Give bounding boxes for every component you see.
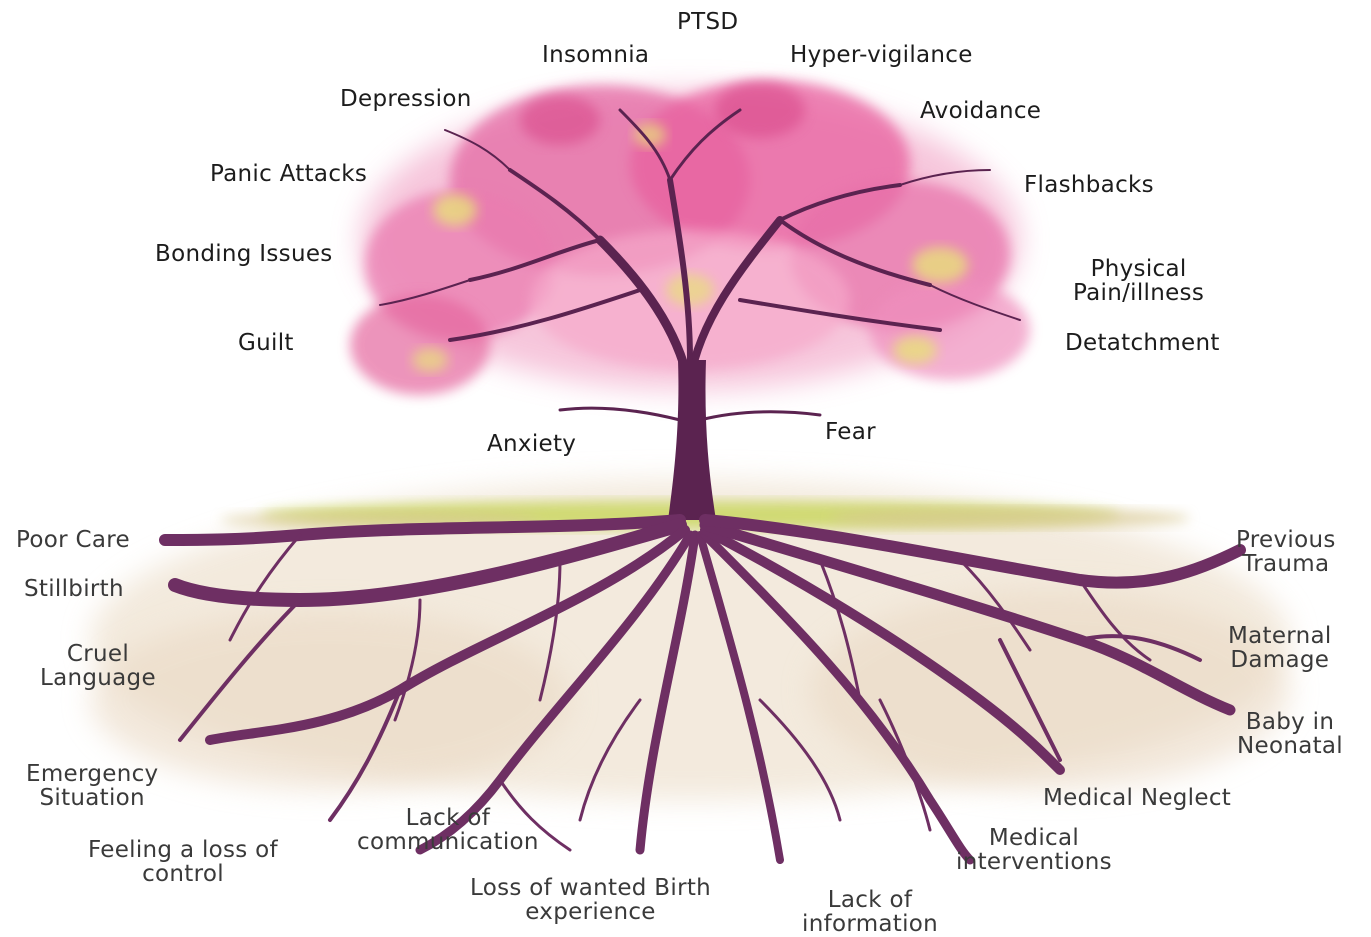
label-insomnia: Insomnia [542,43,649,67]
label-detachment: Detatchment [1065,331,1220,355]
label-fear: Fear [825,420,876,444]
label-avoidance: Avoidance [920,99,1041,123]
label-ptsd: PTSD [677,10,738,34]
label-lack-of-information: Lack of information [802,888,938,936]
label-depression: Depression [340,87,472,111]
label-lack-of-information-line2: information [802,912,938,936]
label-medical-interventions-line1: Medical [956,826,1112,850]
label-hyper-vigilance: Hyper-vigilance [790,43,973,67]
label-baby-in-neonatal-line2: Neonatal [1237,734,1343,758]
label-medical-interventions-line2: interventions [956,850,1112,874]
label-lack-of-communication-line1: Lack of [357,806,539,830]
label-cruel-language-line2: Language [40,666,156,690]
label-anxiety: Anxiety [487,432,576,456]
label-cruel-language: Cruel Language [40,642,156,690]
label-previous-trauma-line1: Previous [1236,528,1336,552]
label-lack-of-communication-line2: communication [357,830,539,854]
label-guilt: Guilt [238,331,294,355]
label-physical-pain: Physical Pain/illness [1073,257,1204,305]
label-medical-interventions: Medical interventions [956,826,1112,874]
label-loss-of-wanted-birth-experience-line1: Loss of wanted Birth [470,876,711,900]
label-lack-of-information-line1: Lack of [802,888,938,912]
label-maternal-damage-line1: Maternal [1228,624,1332,648]
label-maternal-damage: Maternal Damage [1228,624,1332,672]
label-physical-pain-line2: Pain/illness [1073,281,1204,305]
label-emergency-situation-line1: Emergency [26,762,158,786]
label-baby-in-neonatal: Baby in Neonatal [1237,710,1343,758]
label-panic-attacks: Panic Attacks [210,162,367,186]
label-emergency-situation: Emergency Situation [26,762,158,810]
label-previous-trauma-line2: Trauma [1236,552,1336,576]
label-lack-of-communication: Lack of communication [357,806,539,854]
label-poor-care: Poor Care [16,528,130,552]
label-feeling-loss-of-control: Feeling a loss of control [88,838,278,886]
label-medical-neglect: Medical Neglect [1043,786,1231,810]
label-emergency-situation-line2: Situation [26,786,158,810]
label-feeling-loss-of-control-line1: Feeling a loss of [88,838,278,862]
label-bonding-issues: Bonding Issues [155,242,333,266]
label-maternal-damage-line2: Damage [1228,648,1332,672]
label-physical-pain-line1: Physical [1073,257,1204,281]
label-feeling-loss-of-control-line2: control [88,862,278,886]
label-loss-of-wanted-birth-experience-line2: experience [470,900,711,924]
label-loss-of-wanted-birth-experience: Loss of wanted Birth experience [470,876,711,924]
label-stillbirth: Stillbirth [24,577,124,601]
label-baby-in-neonatal-line1: Baby in [1237,710,1343,734]
label-previous-trauma: Previous Trauma [1236,528,1336,576]
label-cruel-language-line1: Cruel [40,642,156,666]
label-flashbacks: Flashbacks [1024,173,1154,197]
